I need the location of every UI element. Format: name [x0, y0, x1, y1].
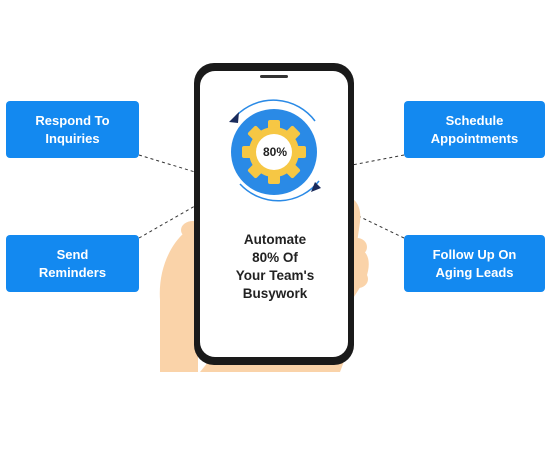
- callout-respond-to-inquiries[interactable]: Respond To Inquiries: [6, 101, 139, 158]
- connector-send: [138, 205, 196, 239]
- gear-percent-label: 80%: [262, 145, 288, 159]
- callout-label-line: Send: [56, 246, 89, 262]
- headline-line: 80% Of: [252, 250, 298, 265]
- headline-line: Your Team's: [235, 268, 315, 283]
- callout-follow-up-on-aging-leads[interactable]: Follow Up On Aging Leads: [404, 235, 545, 292]
- headline-line: Automate: [243, 232, 307, 247]
- connector-schedule: [351, 154, 405, 166]
- callout-label-line: Schedule: [445, 112, 504, 128]
- callout-label-line: Respond To: [35, 112, 110, 128]
- callout-send-reminders[interactable]: Send Reminders: [6, 235, 139, 292]
- phone-headline: Automate 80% Of Your Team's Busywork: [205, 231, 345, 303]
- connector-lines: [138, 154, 405, 239]
- connector-follow: [351, 212, 405, 239]
- connector-respond: [138, 154, 196, 173]
- callout-label-line: Aging Leads: [435, 264, 514, 280]
- arrow-heads: [229, 112, 321, 192]
- callout-label-line: Inquiries: [45, 130, 100, 146]
- phone-speaker: [260, 75, 288, 78]
- callout-label-line: Reminders: [38, 264, 107, 280]
- gear-icon: [242, 120, 306, 184]
- callout-label-line: Appointments: [430, 130, 519, 146]
- callout-label-line: Follow Up On: [432, 246, 517, 262]
- cycle-arrow-icon: [235, 99, 320, 202]
- headline-line: Busywork: [242, 286, 308, 301]
- phone-illustration: [194, 63, 354, 365]
- callout-schedule-appointments[interactable]: Schedule Appointments: [404, 101, 545, 158]
